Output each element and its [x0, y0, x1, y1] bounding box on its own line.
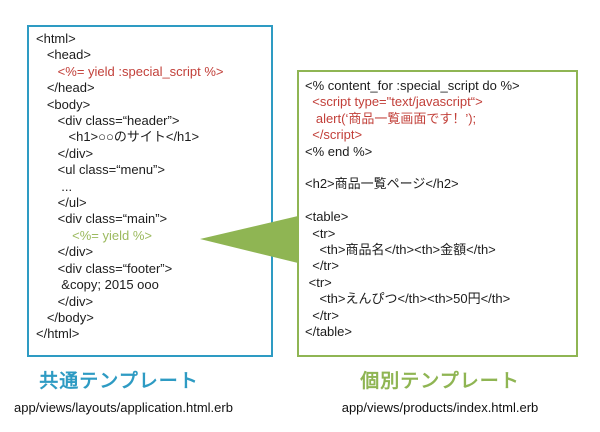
code-line: <tr> — [305, 225, 336, 241]
code-line: <% content_for :special_script do %> — [305, 78, 520, 93]
code-line: <table> — [305, 209, 349, 225]
code-line: </div> — [36, 145, 94, 161]
code-line: <%= yield :special_script %> — [36, 63, 224, 79]
layout-template-box: <html> <head> <%= yield :special_script … — [27, 25, 273, 357]
code-line: <th>商品名</th><th>金額</th> — [305, 242, 496, 258]
layout-template-caption: 共通テンプレート app/views/layouts/application.h… — [14, 366, 233, 415]
code-line: <ul class=“menu”> — [36, 162, 165, 178]
code-line: </head> — [36, 80, 95, 96]
code-line: </script> — [305, 127, 363, 143]
product-template-title: 個別テンプレート — [360, 371, 520, 392]
code-line: </tr> — [305, 258, 339, 274]
code-line: <body> — [36, 96, 91, 112]
layout-template-title: 共通テンプレート — [39, 371, 199, 392]
layout-template-code: <html> <head> <%= yield :special_script … — [36, 31, 269, 343]
code-line: </tr> — [305, 307, 339, 323]
product-template-caption: 個別テンプレート app/views/products/index.html.e… — [330, 366, 550, 415]
code-line: <div class=“header”> — [36, 113, 180, 129]
code-line: <script type="text/javascript“> — [305, 94, 483, 110]
code-line: </ul> — [36, 195, 87, 211]
code-line: <% end %> — [305, 143, 373, 159]
code-line: <th>えんぴつ</th><th>50円</th> — [305, 291, 511, 307]
code-line: <div class=“footer”> — [36, 260, 173, 276]
code-line: <html> — [36, 31, 76, 46]
yield-insertion-arrow-icon — [200, 216, 298, 263]
code-line: <h1>○○のサイト</h1> — [36, 129, 200, 145]
code-line: </div> — [36, 244, 94, 260]
code-line: <div class=“main”> — [36, 211, 168, 227]
product-template-path: app/views/products/index.html.erb — [341, 400, 539, 415]
code-line: &copy; 2015 ooo — [36, 277, 159, 293]
code-line — [305, 160, 574, 176]
code-line: <h2>商品一覧ページ</h2> — [305, 176, 459, 192]
code-line: </table> — [305, 324, 352, 340]
code-line: </html> — [36, 326, 80, 342]
code-line: </div> — [36, 293, 94, 309]
product-template-code: <% content_for :special_script do %> <sc… — [305, 78, 574, 341]
layout-template-path: app/views/layouts/application.html.erb — [14, 400, 233, 415]
product-template-box: <% content_for :special_script do %> <sc… — [297, 70, 578, 357]
code-line: </body> — [36, 309, 94, 325]
code-line: ... — [36, 178, 73, 194]
code-line — [305, 193, 574, 209]
code-line: <tr> — [305, 274, 332, 290]
code-line: <head> — [36, 47, 91, 63]
code-line: <%= yield %> — [36, 227, 152, 243]
code-line: alert(‘商品一覧画面です！’); — [305, 110, 477, 126]
